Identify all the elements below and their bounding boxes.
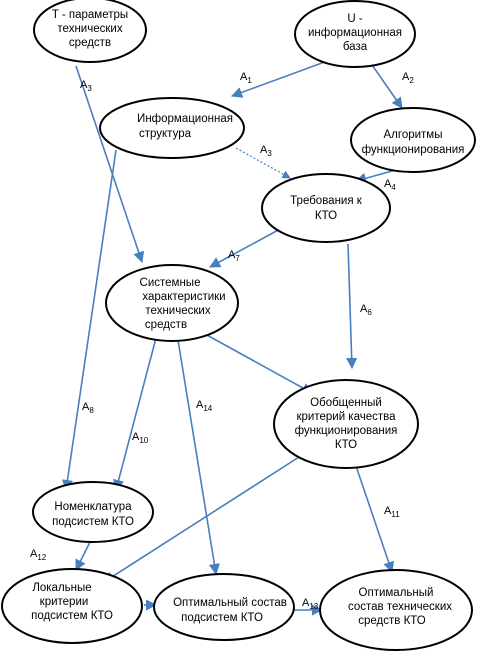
node-algorithms: Алгоритмы функционирования <box>350 107 476 173</box>
edge-label-a9: A12 <box>30 548 47 562</box>
node-optimal-subsystems-line1: Оптимальный состав <box>173 597 287 609</box>
node-generalized-criterion-line3: функционирования <box>295 425 398 437</box>
edge-label-a8: A8 <box>82 401 94 415</box>
node-generalized-criterion: Обобщенный критерий качества функционирова… <box>273 379 419 469</box>
node-nomenclature: Номенклатура подсистем КТО <box>32 481 154 543</box>
node-local-criteria-line2: критерии <box>40 596 89 608</box>
node-system-characteristics-line3: технических <box>145 305 210 317</box>
node-u-base: U - информационная база <box>294 0 416 68</box>
node-optimal-technical-line1: Оптимальный <box>359 587 434 599</box>
node-local-criteria: Локальные критерии подсистем КТО <box>1 568 143 644</box>
node-u-base-line3: база <box>343 41 368 53</box>
node-system-characteristics-line2: характеристики <box>142 291 225 303</box>
edge-a1: A1 <box>230 59 331 98</box>
node-info-structure: Информационная структура <box>99 97 245 159</box>
node-u-base-line2: информационная <box>308 27 402 39</box>
edge-a6: A6 <box>346 243 372 370</box>
node-algorithms-line1: Алгоритмы <box>384 129 443 141</box>
edge-label-a15: A13 <box>302 597 319 611</box>
edge-a7: A7 <box>209 227 283 268</box>
edge-label-a4: A4 <box>384 178 396 192</box>
node-requirements: Требования к КТО <box>261 173 391 243</box>
node-requirements-line1: Требования к <box>290 195 363 207</box>
node-optimal-technical-line3: средств КТО <box>358 615 426 627</box>
edge-a15: A13 <box>292 597 324 616</box>
node-optimal-technical: Оптимальный состав технических средств КТО <box>319 569 473 651</box>
node-nomenclature-line1: Номенклатура <box>54 501 132 513</box>
edge-a3-t: A3 <box>75 65 145 264</box>
node-algorithms-line2: функционирования <box>362 144 465 156</box>
node-local-criteria-line3: подсистем КТО <box>31 610 113 622</box>
edge-a2: A2 <box>369 61 414 109</box>
node-optimal-technical-line2: состав технических <box>348 601 452 613</box>
edge-a12: A11 <box>355 465 400 574</box>
edge-label-a14: A14 <box>196 399 213 413</box>
node-generalized-criterion-line1: Обобщенный <box>310 397 382 409</box>
edge-a14: A14 <box>177 339 220 576</box>
node-system-characteristics-line1: Системные <box>140 277 201 289</box>
node-optimal-subsystems: Оптимальный состав подсистем КТО <box>153 573 295 641</box>
edge-label-a12: A11 <box>384 505 400 519</box>
edge-label-a3-t: A3 <box>80 79 92 93</box>
node-nomenclature-line2: подсистем КТО <box>52 516 134 528</box>
node-requirements-line2: КТО <box>315 210 337 222</box>
edge-label-a6: A6 <box>360 303 372 317</box>
edge-a5 <box>204 333 313 394</box>
edge-label-a3-s: A3 <box>260 144 272 158</box>
node-t-params-line2: технических <box>57 23 122 35</box>
node-t-params: T - параметры технических средств <box>33 0 147 63</box>
node-info-structure-line2: структура <box>139 128 192 140</box>
edge-a9: A12 <box>30 541 91 572</box>
node-system-characteristics: Системные характеристики технических средст… <box>105 264 239 342</box>
edge-label-a2: A2 <box>402 71 414 85</box>
edge-a11 <box>103 449 311 583</box>
edge-label-a7: A7 <box>228 249 240 263</box>
node-local-criteria-line1: Локальные <box>32 582 91 594</box>
node-info-structure-line1: Информационная <box>137 113 233 125</box>
node-system-characteristics-line4: средств <box>145 319 187 331</box>
edge-a10: A10 <box>113 337 157 492</box>
edge-label-a1: A1 <box>240 71 252 85</box>
node-u-base-line1: U - <box>347 13 363 25</box>
edge-a3-s: A3 <box>235 144 291 179</box>
node-t-params-line1: T - параметры <box>52 9 128 21</box>
node-generalized-criterion-line4: КТО <box>335 439 357 451</box>
node-t-params-line3: средств <box>69 37 111 49</box>
node-generalized-criterion-line2: критерий качества <box>296 411 396 423</box>
edge-label-a10: A10 <box>132 431 149 445</box>
edge-a8: A8 <box>61 149 117 492</box>
node-optimal-subsystems-line2: подсистем КТО <box>181 612 263 624</box>
